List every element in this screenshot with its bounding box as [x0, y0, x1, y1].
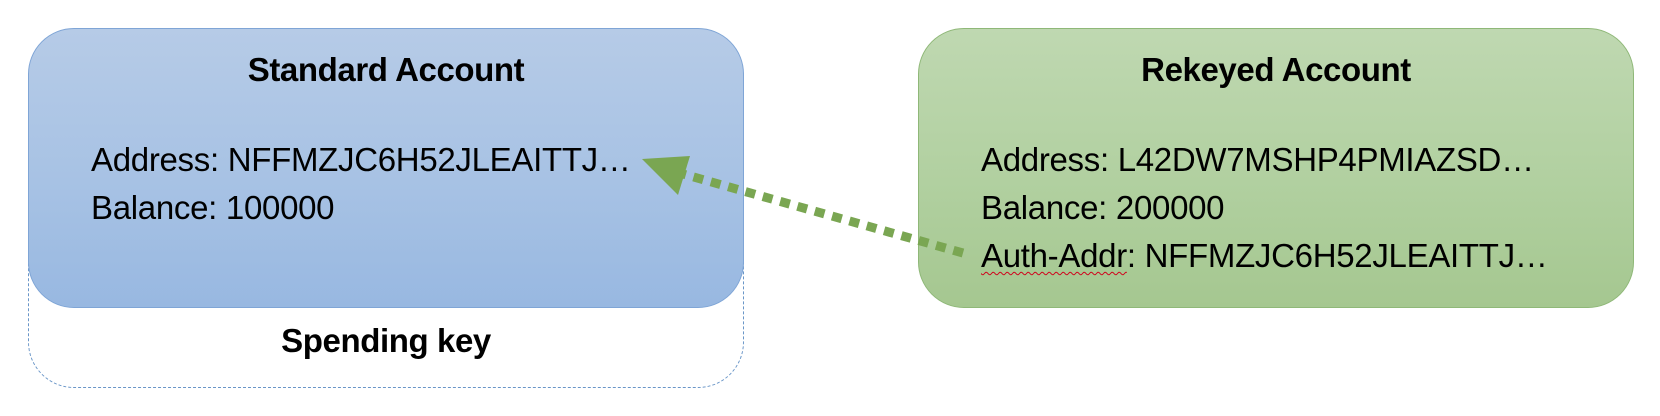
rekeyed-auth-addr-colon: :: [1126, 237, 1136, 274]
rekeyed-balance-value: 200000: [1115, 189, 1225, 226]
rekeyed-auth-addr-value: NFFMZJC6H52JLEAITTJ…: [1144, 237, 1548, 274]
standard-account-box: Standard Account Address: NFFMZJC6H52JLE…: [28, 28, 744, 308]
rekeyed-auth-addr-label: Auth-Addr: [981, 237, 1127, 274]
spending-key-label: Spending key: [281, 322, 491, 359]
standard-balance-label: Balance:: [91, 189, 218, 226]
rekeyed-account-box: Rekeyed Account Address: L42DW7MSHP4PMIA…: [918, 28, 1634, 308]
rekeyed-account-title: Rekeyed Account: [1141, 51, 1411, 88]
standard-account-title: Standard Account: [247, 51, 525, 88]
standard-address-label: Address:: [91, 141, 219, 178]
rekeyed-auth-addr-row: Auth-Addr: NFFMZJC6H52JLEAITTJ…: [981, 237, 1548, 275]
standard-balance-row: Balance: 100000: [91, 189, 335, 227]
standard-balance-value: 100000: [225, 189, 335, 226]
rekeyed-balance-label: Balance:: [981, 189, 1108, 226]
rekeyed-address-row: Address: L42DW7MSHP4PMIAZSD…: [981, 141, 1534, 179]
rekeyed-address-value: L42DW7MSHP4PMIAZSD…: [1117, 141, 1534, 178]
standard-address-value: NFFMZJC6H52JLEAITTJ…: [227, 141, 631, 178]
rekeyed-balance-row: Balance: 200000: [981, 189, 1225, 227]
rekeyed-address-label: Address:: [981, 141, 1109, 178]
standard-address-row: Address: NFFMZJC6H52JLEAITTJ…: [91, 141, 631, 179]
